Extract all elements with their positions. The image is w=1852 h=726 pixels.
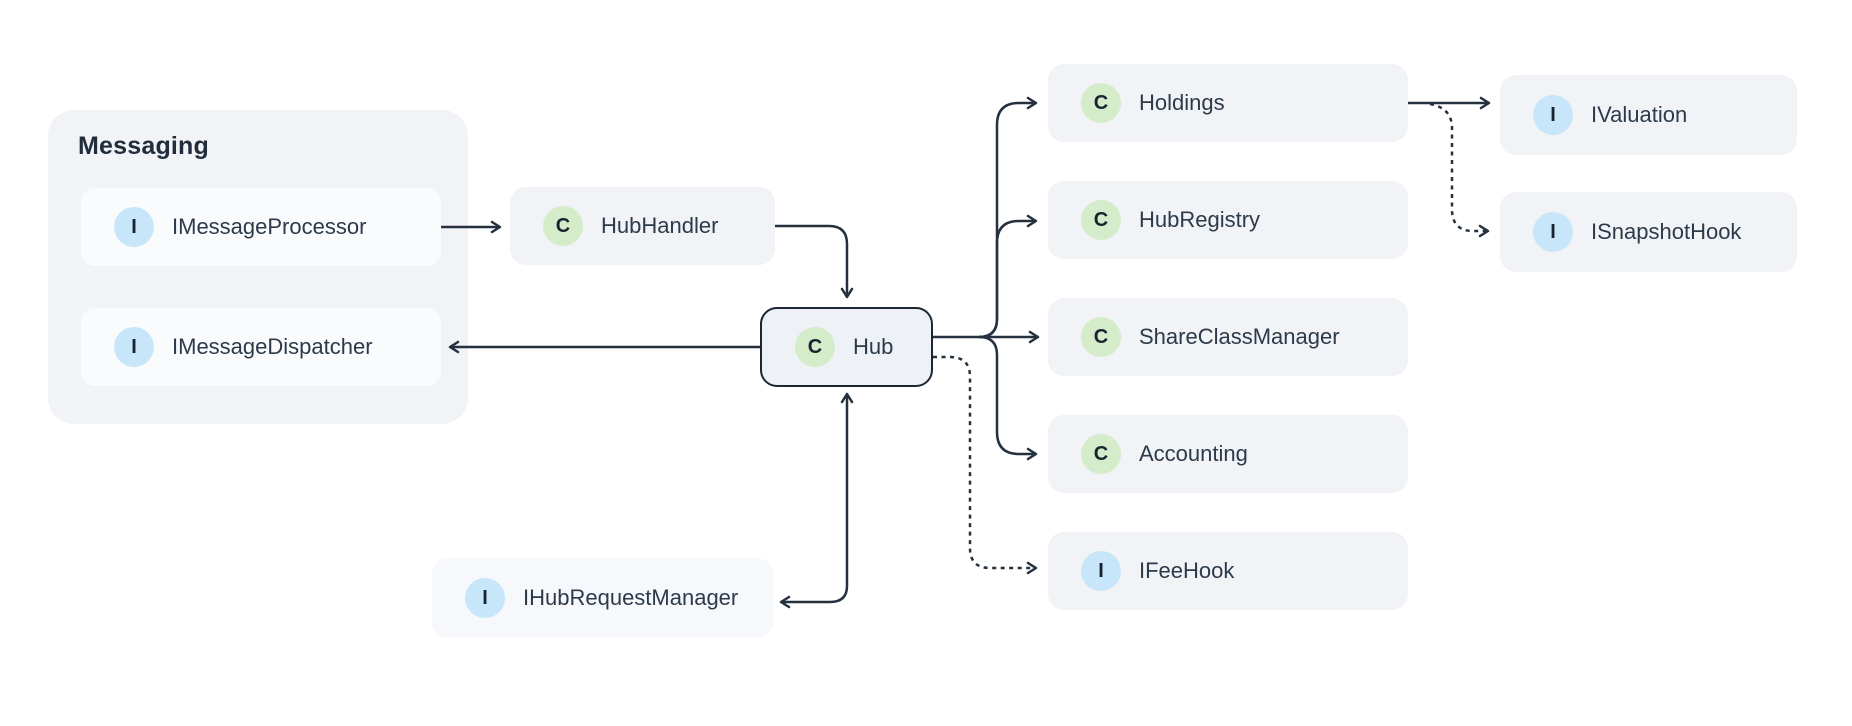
interface-badge-icon: I (114, 327, 154, 367)
class-badge-icon: C (1081, 83, 1121, 123)
node-accounting[interactable]: C Accounting (1048, 415, 1408, 493)
interface-badge-icon: I (1533, 95, 1573, 135)
edge-hub-accounting (978, 335, 1038, 461)
edge-hub-hubregistry (978, 214, 1038, 339)
node-label: ISnapshotHook (1591, 219, 1742, 244)
node-hubhandler[interactable]: C HubHandler (510, 187, 775, 265)
node-label: ShareClassManager (1139, 324, 1340, 349)
node-isnapshothook[interactable]: I ISnapshotHook (1500, 192, 1797, 272)
node-ihubrequestmanager[interactable]: I IHubRequestManager (432, 558, 773, 638)
node-ifeehook[interactable]: I IFeeHook (1048, 532, 1408, 610)
class-badge-icon: C (795, 327, 835, 367)
node-label: Accounting (1139, 441, 1248, 466)
node-shareclassmanager[interactable]: C ShareClassManager (1048, 298, 1408, 376)
node-imessagedispatcher[interactable]: I IMessageDispatcher (81, 308, 441, 386)
edge-hub-ifeehook (933, 355, 1038, 575)
node-label: IMessageProcessor (172, 214, 367, 239)
class-badge-icon: C (543, 206, 583, 246)
edge-holdings-isnapshothook (1429, 102, 1490, 238)
node-hubregistry[interactable]: C HubRegistry (1048, 181, 1408, 259)
node-label: IMessageDispatcher (172, 334, 373, 359)
class-badge-icon: C (1081, 200, 1121, 240)
interface-badge-icon: I (114, 207, 154, 247)
group-title: Messaging (78, 132, 209, 160)
node-label: HubHandler (601, 213, 719, 238)
interface-badge-icon: I (1533, 212, 1573, 252)
edge-hub-holdings (978, 96, 1038, 339)
class-badge-icon: C (1081, 434, 1121, 474)
node-label: Holdings (1139, 90, 1225, 115)
edge-ihubrequestmanager-hub (779, 392, 854, 609)
node-label: IFeeHook (1139, 558, 1235, 583)
node-ivaluation[interactable]: I IValuation (1500, 75, 1797, 155)
node-label: Hub (853, 334, 894, 359)
interface-badge-icon: I (465, 578, 505, 618)
node-label: HubRegistry (1139, 207, 1261, 232)
node-imessageprocessor[interactable]: I IMessageProcessor (81, 188, 441, 266)
node-hub[interactable]: C Hub (760, 307, 933, 387)
node-label: IValuation (1591, 102, 1688, 127)
node-label: IHubRequestManager (523, 585, 739, 610)
edge-hubhandler-hub (775, 224, 854, 299)
node-holdings[interactable]: C Holdings (1048, 64, 1408, 142)
interface-badge-icon: I (1081, 551, 1121, 591)
class-badge-icon: C (1081, 317, 1121, 357)
